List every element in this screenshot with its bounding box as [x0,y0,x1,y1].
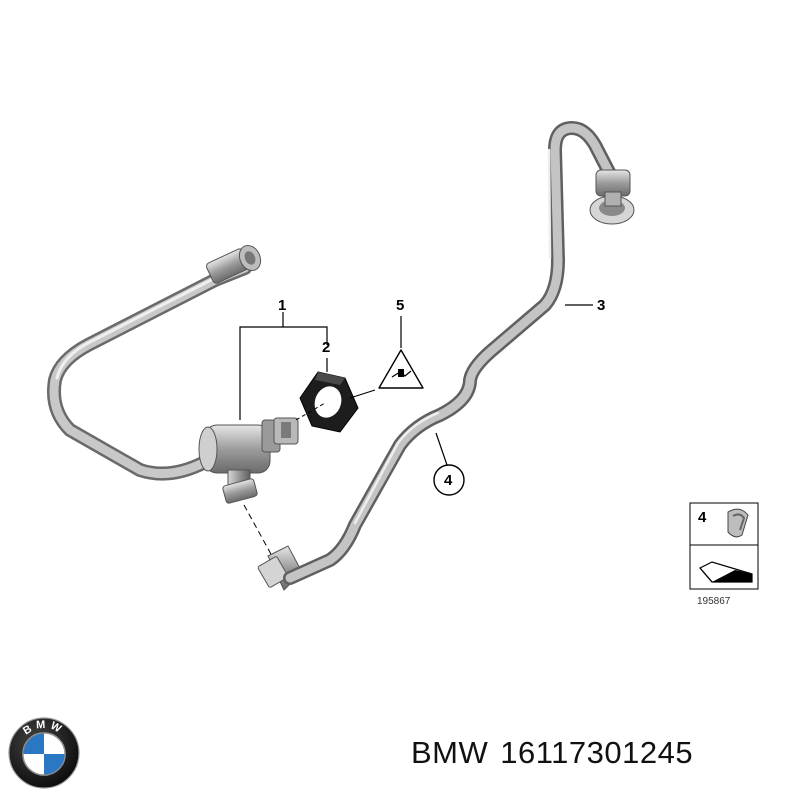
callout-4-circle: 4 [433,464,465,496]
pressure-sensor-assembly [198,417,299,504]
assembly-lines [243,389,376,557]
clip-icon [727,508,749,538]
callout-1: 1 [278,297,286,314]
callout-3: 3 [597,297,605,314]
rubber-mount [299,371,359,433]
right-fuel-pipe [283,121,619,585]
part-number: 16117301245 [500,735,694,770]
callout-2: 2 [322,339,330,356]
electrical-warning-icon [378,349,424,389]
arrow-icon [699,561,753,583]
leader-lines [239,304,593,466]
upper-quick-connector [589,169,635,225]
brand-name: BMW [411,735,489,770]
part-caption: BMW 16117301245 [411,735,693,771]
bmw-logo: BMW [8,717,80,789]
callout-5: 5 [396,297,404,314]
diagram-code: 195867 [697,596,731,607]
inset-label: 4 [698,509,707,526]
inset-box: 4 195867 [689,502,759,607]
left-fuel-pipe [47,244,262,481]
callout-4: 4 [444,472,453,489]
pipe-end-connector [206,244,262,284]
